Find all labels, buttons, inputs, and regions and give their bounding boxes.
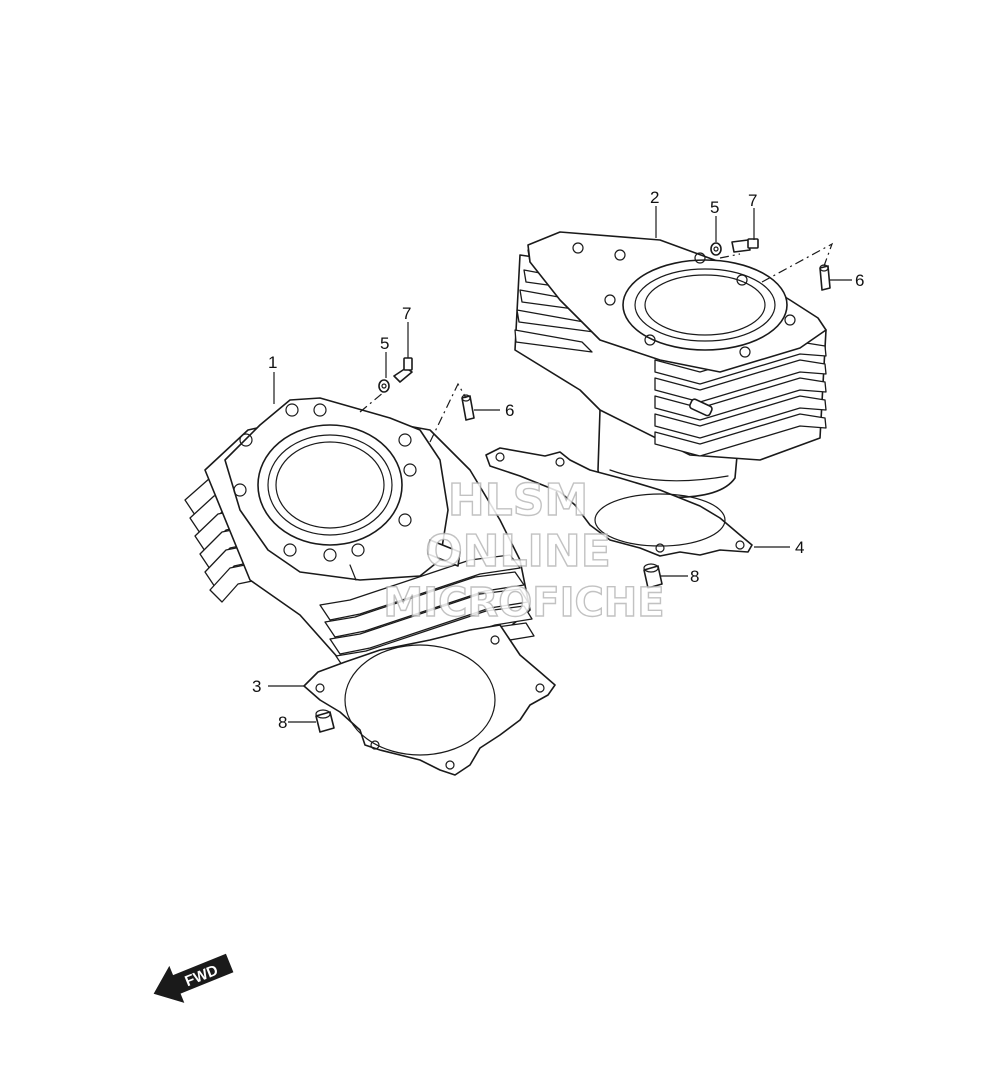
front-cylinder [184, 397, 535, 685]
watermark-line-3: MICROFICHE [383, 580, 664, 626]
callout-labels: 1 2 3 4 5 5 6 6 7 7 8 8 [252, 188, 864, 732]
callout-1: 1 [268, 353, 277, 372]
bolt-front [393, 357, 413, 383]
jet-rear [819, 264, 831, 291]
front-base-gasket [303, 624, 556, 776]
dowel-pin-rear [643, 563, 663, 589]
fwd-label: FWD [183, 962, 221, 991]
watermark-line-1: HLSM [448, 475, 588, 526]
watermark-line-2: ONLINE [425, 526, 611, 577]
callout-7-rear: 7 [748, 191, 757, 210]
bolt-rear [731, 238, 759, 253]
callout-3: 3 [252, 677, 261, 696]
callout-4: 4 [795, 538, 804, 557]
callout-8-front: 8 [278, 713, 287, 732]
dowel-pin-front [315, 709, 335, 733]
watermark: HLSM ONLINE MICROFICHE [383, 474, 666, 626]
fwd-arrow-icon: FWD [153, 953, 234, 1003]
rear-base-gasket [485, 447, 753, 557]
rear-cylinder [514, 231, 827, 499]
callout-8-rear: 8 [690, 567, 699, 586]
callout-5-rear: 5 [710, 198, 719, 217]
callout-6-rear: 6 [855, 271, 864, 290]
callout-2: 2 [650, 188, 659, 207]
callout-6-front: 6 [505, 401, 514, 420]
leader-lines [268, 206, 852, 723]
washer-rear [710, 242, 722, 256]
callout-7-front: 7 [402, 304, 411, 323]
jet-front [461, 394, 475, 421]
callout-5-front: 5 [380, 334, 389, 353]
washer-front [378, 379, 390, 393]
